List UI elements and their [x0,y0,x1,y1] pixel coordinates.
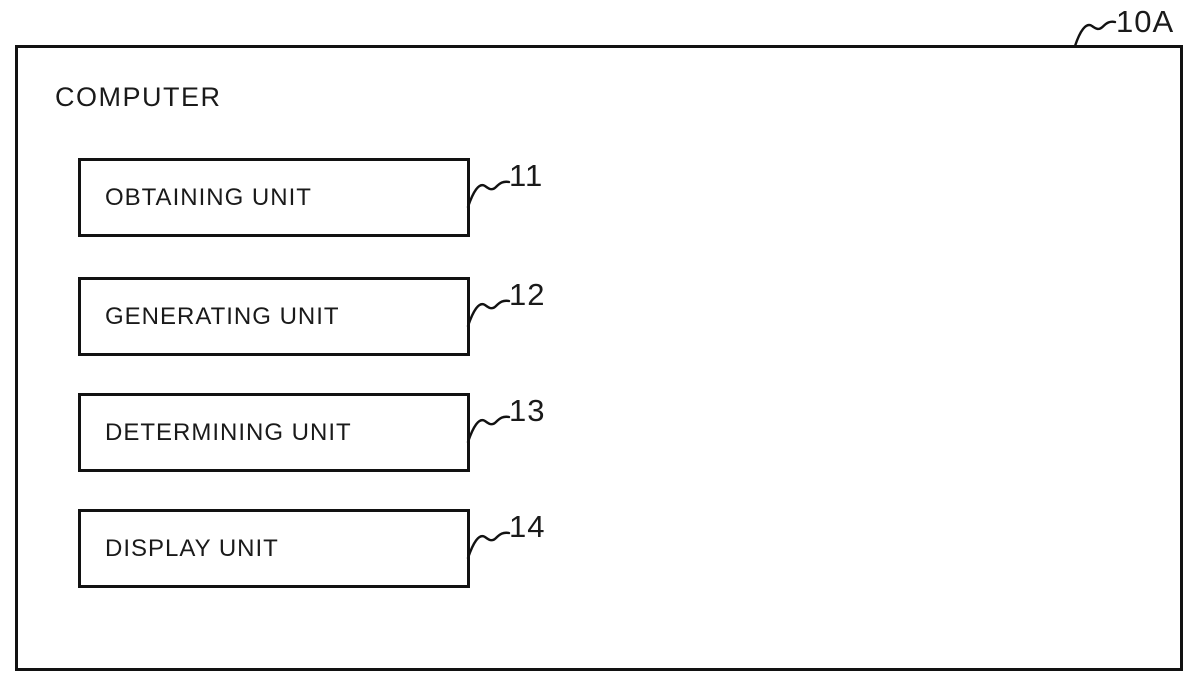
unit-box-label: GENERATING UNIT [105,302,340,330]
unit-box-label: DETERMINING UNIT [105,418,352,446]
leader-squiggle-outer [1073,13,1117,47]
reference-numeral-11: 11 [509,158,544,193]
leader-squiggle-11 [465,165,511,209]
computer-label: COMPUTER [55,82,222,112]
leader-squiggle-14 [465,516,511,560]
unit-box-generating: GENERATING UNIT [78,277,470,356]
outer-reference-numeral: 10A [1116,4,1175,39]
unit-box-label: DISPLAY UNIT [105,534,279,562]
leader-squiggle-12 [465,284,511,328]
leader-squiggle-13 [465,400,511,444]
reference-numeral-13: 13 [509,393,546,428]
reference-numeral-14: 14 [509,509,546,544]
reference-numeral-12: 12 [509,277,546,312]
unit-box-label: OBTAINING UNIT [105,183,312,211]
unit-box-obtaining: OBTAINING UNIT [78,158,470,237]
unit-box-display: DISPLAY UNIT [78,509,470,588]
unit-box-determining: DETERMINING UNIT [78,393,470,472]
